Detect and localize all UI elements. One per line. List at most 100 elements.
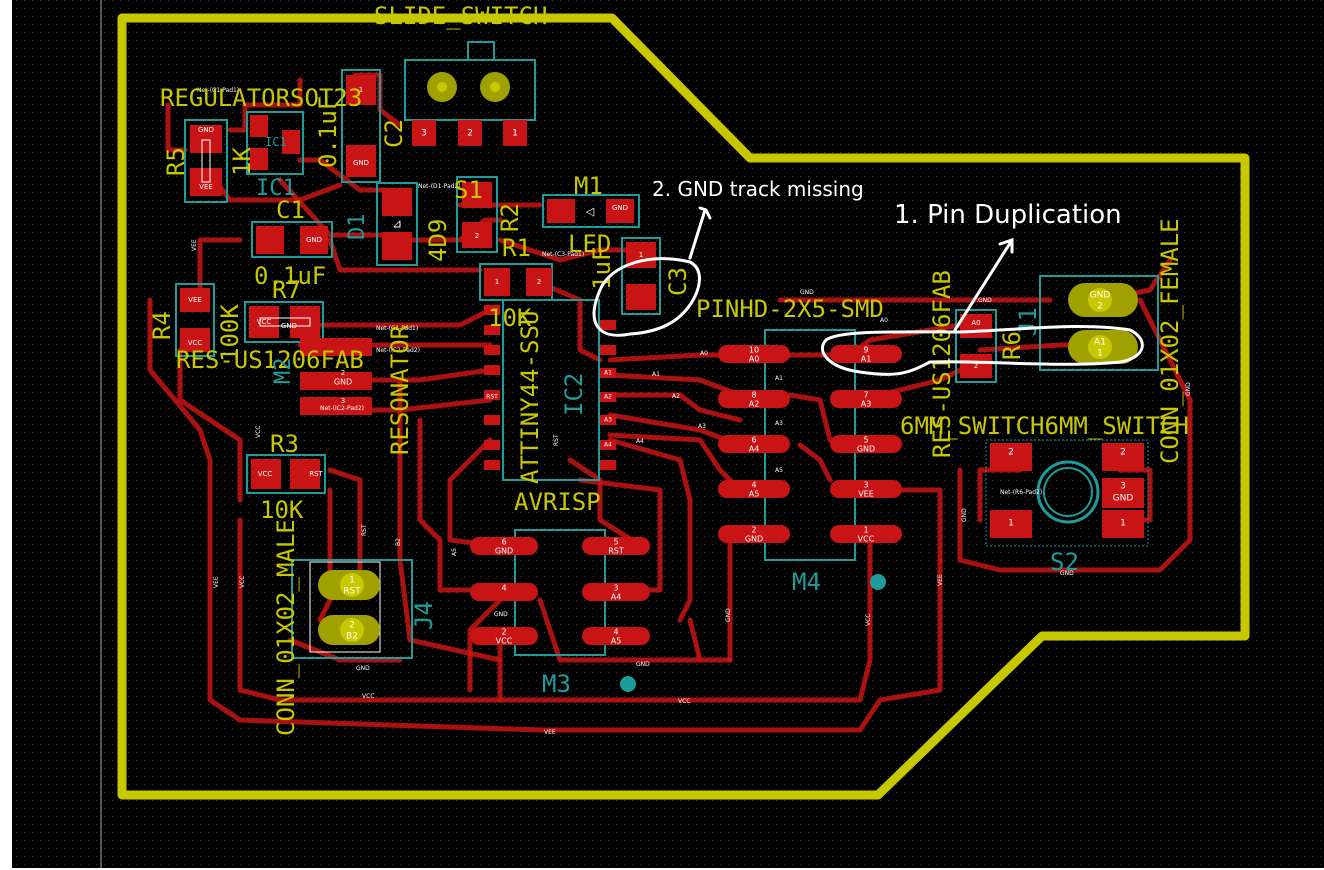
svg-text:2: 2 xyxy=(751,526,756,535)
svg-text:A3: A3 xyxy=(604,417,612,424)
svg-text:A1: A1 xyxy=(775,375,783,382)
svg-text:7: 7 xyxy=(863,391,868,400)
pin-dup-circle xyxy=(820,325,1144,376)
svg-text:2: 2 xyxy=(974,362,978,370)
svg-text:GND: GND xyxy=(306,236,322,244)
m3-ref: M3 xyxy=(542,670,571,698)
c1-ref: C1 xyxy=(276,196,305,224)
svg-text:GND: GND xyxy=(1060,570,1074,577)
gnd-missing-arrow xyxy=(688,206,712,260)
svg-text:VEE: VEE xyxy=(213,576,220,588)
r3-ref: R3 xyxy=(270,430,299,458)
svg-text:⊿: ⊿ xyxy=(392,217,402,231)
svg-text:GND: GND xyxy=(800,289,814,296)
svg-text:VCC: VCC xyxy=(858,535,875,544)
svg-text:VCC: VCC xyxy=(362,693,374,700)
svg-text:VCC: VCC xyxy=(258,470,273,478)
d1-value: 4D9 xyxy=(424,219,452,262)
ic1-ref: IC1 xyxy=(256,176,296,201)
board-outline xyxy=(117,13,1250,800)
svg-text:A1: A1 xyxy=(604,370,612,377)
svg-text:RST: RST xyxy=(309,470,323,478)
s2-ref: S2 xyxy=(1050,548,1079,576)
svg-text:2: 2 xyxy=(501,628,506,637)
svg-text:A4: A4 xyxy=(611,593,622,602)
net-labels: Net-(C1-Pad1) Net-(D1-Pad2) Net-(C3-Pad1… xyxy=(191,87,1192,736)
d1-footprint: ⊿ xyxy=(376,182,418,266)
r5-value: 1K xyxy=(228,147,256,176)
svg-text:GND: GND xyxy=(961,508,968,522)
svg-text:1: 1 xyxy=(1008,519,1014,529)
svg-text:1: 1 xyxy=(495,278,499,286)
svg-text:GND: GND xyxy=(978,297,992,304)
j1-ref: J1 xyxy=(1014,307,1042,336)
svg-text:5: 5 xyxy=(613,538,618,547)
svg-text:3: 3 xyxy=(613,584,618,593)
gnd-missing-circle xyxy=(592,257,701,337)
s1-ref: S1 xyxy=(454,176,483,204)
conn-female-label: CONN_01X02_FEMALE xyxy=(1156,218,1184,464)
slide-pad-1: 1 xyxy=(512,129,518,139)
r4-footprint: VEE VCC xyxy=(175,283,215,357)
r3-value: 10K xyxy=(260,496,304,524)
svg-text:VEE: VEE xyxy=(858,490,874,499)
review-annotations: 2. GND track missing 1. Pin Duplication xyxy=(592,177,1144,376)
svg-text:2: 2 xyxy=(341,369,345,377)
svg-text:A5: A5 xyxy=(611,637,622,646)
svg-text:A3: A3 xyxy=(698,423,706,430)
svg-text:4: 4 xyxy=(751,481,756,490)
attiny-label: ATTINY44-SSU xyxy=(516,311,544,484)
ic1-footprint: IC1 xyxy=(246,111,304,175)
r1-footprint: 1 2 xyxy=(479,263,553,301)
svg-text:VCC: VCC xyxy=(678,698,690,705)
r3-footprint: VCC RST xyxy=(246,454,326,494)
svg-text:VEE: VEE xyxy=(937,574,944,586)
r6-footprint: A0 2 xyxy=(955,309,997,383)
svg-text:6: 6 xyxy=(751,436,756,445)
slide-pad-3: 3 xyxy=(421,129,427,139)
svg-text:VCC: VCC xyxy=(255,426,262,438)
led-label: LED xyxy=(568,230,611,258)
svg-text:A3: A3 xyxy=(775,420,783,427)
svg-text:VCC: VCC xyxy=(257,318,272,326)
svg-text:A4: A4 xyxy=(604,442,612,449)
svg-text:A1: A1 xyxy=(861,355,872,364)
svg-text:8: 8 xyxy=(751,391,756,400)
m4-ref: M4 xyxy=(792,568,821,596)
c2-ref: C2 xyxy=(380,119,408,148)
svg-text:9: 9 xyxy=(863,346,868,355)
r7-footprint: VCC GND xyxy=(244,301,324,343)
svg-text:GND: GND xyxy=(636,661,650,668)
m1-footprint: ◁ GND xyxy=(542,194,640,228)
m2-ref: M2 xyxy=(271,358,296,385)
svg-text:A4: A4 xyxy=(749,445,760,454)
svg-text:1: 1 xyxy=(359,86,363,94)
conn-male-label: CONN_01X02_MALE xyxy=(272,519,300,736)
res-fab-label: RES-US1206FAB xyxy=(176,346,364,374)
c1-value: 0.1uF xyxy=(254,262,326,290)
svg-text:GND: GND xyxy=(495,547,513,556)
svg-text:GND: GND xyxy=(745,535,763,544)
svg-text:1: 1 xyxy=(1097,349,1103,359)
ic2-footprint: RST A1 A2 A3 A4 xyxy=(484,299,616,481)
j4-footprint: 1 RST 2 B2 xyxy=(291,559,413,659)
svg-text:GND: GND xyxy=(612,204,628,212)
svg-text:GND: GND xyxy=(1090,291,1111,301)
gnd-missing-note: 2. GND track missing xyxy=(652,177,864,201)
svg-text:B2: B2 xyxy=(346,632,358,642)
pin-dup-note: 1. Pin Duplication xyxy=(894,200,1122,230)
svg-text:A1: A1 xyxy=(652,371,660,378)
svg-text:4: 4 xyxy=(613,628,618,637)
svg-text:GND: GND xyxy=(356,665,370,672)
m3-avrisp-footprint: 6 GND 4 2 VCC 5 RST 3 A4 4 A5 xyxy=(470,529,650,692)
j1-footprint: GND 2 A1 1 xyxy=(1039,275,1159,371)
svg-text:Net-(IC2-Pad2): Net-(IC2-Pad2) xyxy=(376,347,420,354)
svg-text:3: 3 xyxy=(1120,482,1126,492)
svg-text:Net-(D1-Pad2): Net-(D1-Pad2) xyxy=(418,183,461,190)
svg-text:10: 10 xyxy=(749,346,759,355)
svg-text:2: 2 xyxy=(1008,448,1014,458)
r2-footprint: 1 2 xyxy=(456,176,498,253)
svg-text:1: 1 xyxy=(475,191,479,199)
svg-text:4: 4 xyxy=(501,584,506,593)
svg-text:Net-(C1-Pad1): Net-(C1-Pad1) xyxy=(197,87,239,94)
